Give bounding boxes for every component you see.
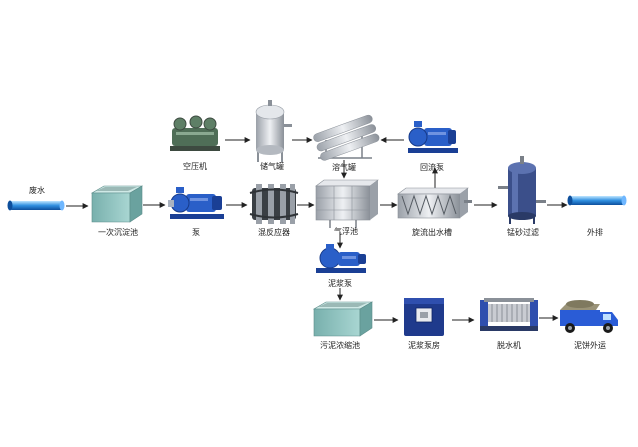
compressor-icon xyxy=(170,115,220,151)
outlet-pipe-icon xyxy=(567,195,627,206)
label-sludge-pump-room: 泥浆泵房 xyxy=(408,340,440,350)
label-gas-tank: 储气罐 xyxy=(260,161,284,171)
label-sludge-pump: 泥浆泵 xyxy=(328,278,352,288)
filter-tower-icon xyxy=(498,156,546,224)
node-labels: 废水 一次沉淀池 泵 混反应器 空压机 储气罐 溶气罐 回流泵 气浮池 旋流出水… xyxy=(29,161,606,350)
label-dewatering: 脱水机 xyxy=(497,340,521,350)
label-return-pump: 回流泵 xyxy=(420,162,444,172)
pump-room-icon xyxy=(404,298,444,336)
label-dissolved-air: 溶气罐 xyxy=(332,162,356,172)
pump-icon xyxy=(168,187,224,219)
label-sand-filter: 锰砂过滤 xyxy=(507,227,539,237)
reactor-icon xyxy=(249,184,299,224)
label-coagulation: 混反应器 xyxy=(258,227,290,237)
pump-icon xyxy=(316,244,366,273)
gas-tank-icon xyxy=(255,100,292,162)
filter-press-icon xyxy=(480,298,538,331)
flow-arrows xyxy=(66,137,568,323)
label-pump: 泵 xyxy=(192,228,200,237)
tank-icon xyxy=(90,185,144,223)
truck-icon xyxy=(560,300,618,333)
label-primary-tank: 一次沉淀池 xyxy=(98,227,138,237)
label-cake-transport: 泥饼外运 xyxy=(574,340,606,350)
outlet-trough-icon xyxy=(397,187,472,219)
pump-icon xyxy=(408,121,458,153)
label-wastewater: 废水 xyxy=(29,185,45,195)
label-sludge-tank: 污泥浓缩池 xyxy=(320,340,360,350)
label-outlet-tank: 旋流出水槽 xyxy=(412,227,452,237)
tank-icon xyxy=(312,301,374,337)
label-air-compressor: 空压机 xyxy=(183,161,207,171)
label-discharge: 外排 xyxy=(587,227,603,237)
dissolved-air-tank-icon xyxy=(313,114,380,161)
inlet-pipe-icon xyxy=(7,200,65,211)
label-flotation: 气浮池 xyxy=(334,226,358,236)
flotation-tank-icon xyxy=(315,179,379,228)
